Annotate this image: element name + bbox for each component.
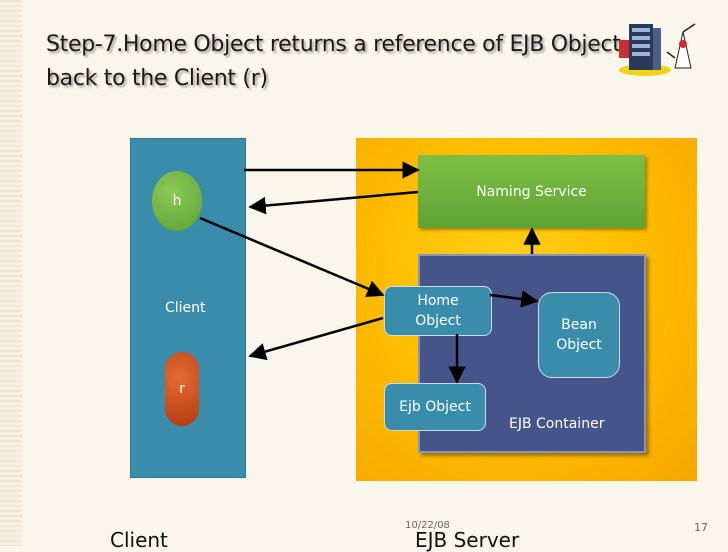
naming-service-box: Naming Service (418, 155, 645, 228)
ejb-container-label: EJB Container (509, 416, 605, 432)
h-label: h (172, 193, 182, 209)
mascot-icon (666, 23, 696, 69)
ejb-object-label: Ejb Object (399, 399, 471, 415)
client-label: Client (165, 300, 206, 316)
r-label: r (179, 381, 185, 397)
arrow-home-to-bean (489, 290, 539, 308)
naming-service-label: Naming Service (476, 183, 587, 200)
home-object-box: Home Object (384, 286, 492, 336)
arrow-naming-to-h (248, 190, 419, 215)
bean-object-label: Bean Object (556, 317, 602, 353)
home-object-label: Home Object (415, 293, 461, 329)
slide-title: Step-7.Home Object returns a reference o… (46, 32, 621, 91)
decorative-rail (0, 0, 22, 546)
bean-object-box: Bean Object (538, 292, 620, 378)
client-caption: Client (110, 528, 168, 552)
remote-reference-r: r (165, 352, 199, 426)
ejb-server-caption: EJB Server (415, 528, 520, 552)
server-tower-icon (619, 24, 671, 76)
home-reference-h: h (152, 171, 202, 231)
slide-number: 17 (694, 521, 708, 534)
ejb-object-box: Ejb Object (384, 383, 486, 431)
arrow-h-to-home-object (199, 216, 385, 297)
slide-date: 10/22/08 (405, 520, 450, 531)
server-mascot-logo (619, 23, 696, 76)
arrow-home-to-client-r (248, 316, 384, 361)
